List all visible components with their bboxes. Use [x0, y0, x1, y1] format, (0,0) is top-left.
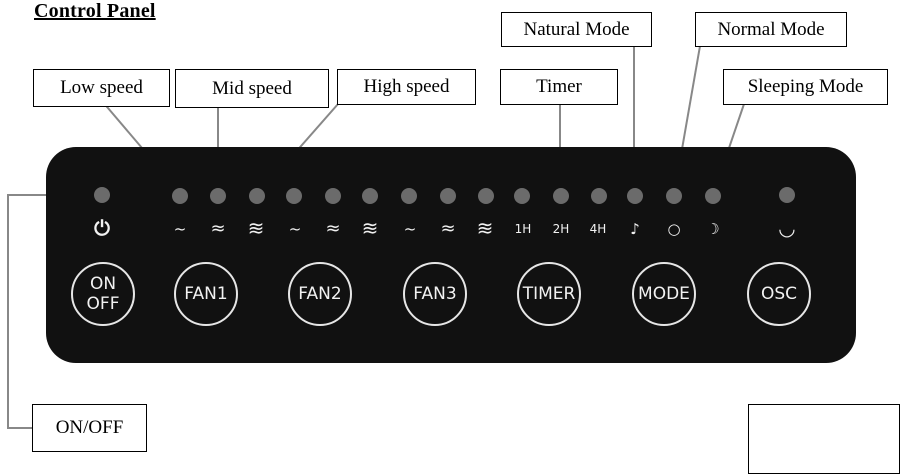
led-fan3-low — [401, 188, 417, 204]
led-timer-2h — [553, 188, 569, 204]
fan1-button[interactable]: FAN1 — [174, 262, 238, 326]
led-fan2-high — [362, 188, 378, 204]
callout-high-speed: High speed — [337, 69, 476, 105]
led-fan1-low — [172, 188, 188, 204]
fan1-label: FAN1 — [184, 284, 228, 304]
natural-mode-icon: ♪ — [630, 220, 640, 238]
high-speed-icon: ≋ — [247, 216, 265, 240]
fan3-button[interactable]: FAN3 — [403, 262, 467, 326]
osc-button[interactable]: OSC — [747, 262, 811, 326]
led-fan1-high — [249, 188, 265, 204]
control-panel — [46, 147, 856, 363]
timer-button[interactable]: TIMER — [517, 262, 581, 326]
osc-label: OSC — [760, 284, 798, 304]
fan2-button[interactable]: FAN2 — [288, 262, 352, 326]
callout-timer: Timer — [500, 69, 618, 105]
page-title: Control Panel — [34, 0, 156, 22]
low-speed-icon: ~ — [288, 220, 302, 238]
mid-speed-icon: ≈ — [440, 218, 456, 239]
oscillation-icon: ◡ — [779, 216, 795, 240]
timer-1h-label: 1H — [514, 222, 532, 236]
led-mode-natural — [627, 188, 643, 204]
led-mode-sleep — [705, 188, 721, 204]
on-off-label-off: OFF — [86, 294, 120, 314]
led-fan2-mid — [325, 188, 341, 204]
fan3-label: FAN3 — [413, 284, 457, 304]
mid-speed-icon: ≈ — [210, 218, 226, 239]
callout-mid-speed: Mid speed — [175, 69, 329, 108]
led-fan3-high — [478, 188, 494, 204]
blank-box — [748, 404, 900, 474]
power-icon: ⏻ — [94, 216, 110, 240]
timer-2h-label: 2H — [552, 222, 570, 236]
high-speed-icon: ≋ — [476, 216, 494, 240]
normal-mode-icon: ○ — [667, 220, 681, 238]
low-speed-icon: ~ — [403, 220, 417, 238]
led-timer-4h — [591, 188, 607, 204]
led-fan3-mid — [440, 188, 456, 204]
led-mode-normal — [666, 188, 682, 204]
on-off-label-on: ON — [89, 274, 117, 294]
mode-label: MODE — [638, 284, 690, 304]
led-timer-1h — [514, 188, 530, 204]
led-fan2-low — [286, 188, 302, 204]
sleep-mode-icon: ☽ — [706, 220, 720, 238]
led-osc — [779, 187, 795, 203]
fan2-label: FAN2 — [298, 284, 342, 304]
timer-4h-label: 4H — [589, 222, 607, 236]
low-speed-icon: ~ — [173, 220, 187, 238]
mode-button[interactable]: MODE — [632, 262, 696, 326]
led-power — [94, 187, 110, 203]
callout-on-off: ON/OFF — [32, 404, 147, 452]
mid-speed-icon: ≈ — [325, 218, 341, 239]
high-speed-icon: ≋ — [361, 216, 379, 240]
callout-sleeping-mode: Sleeping Mode — [723, 69, 888, 105]
led-fan1-mid — [210, 188, 226, 204]
callout-low-speed: Low speed — [33, 69, 170, 107]
timer-label: TIMER — [522, 284, 576, 304]
callout-natural-mode: Natural Mode — [501, 12, 652, 47]
callout-normal-mode: Normal Mode — [695, 12, 847, 47]
